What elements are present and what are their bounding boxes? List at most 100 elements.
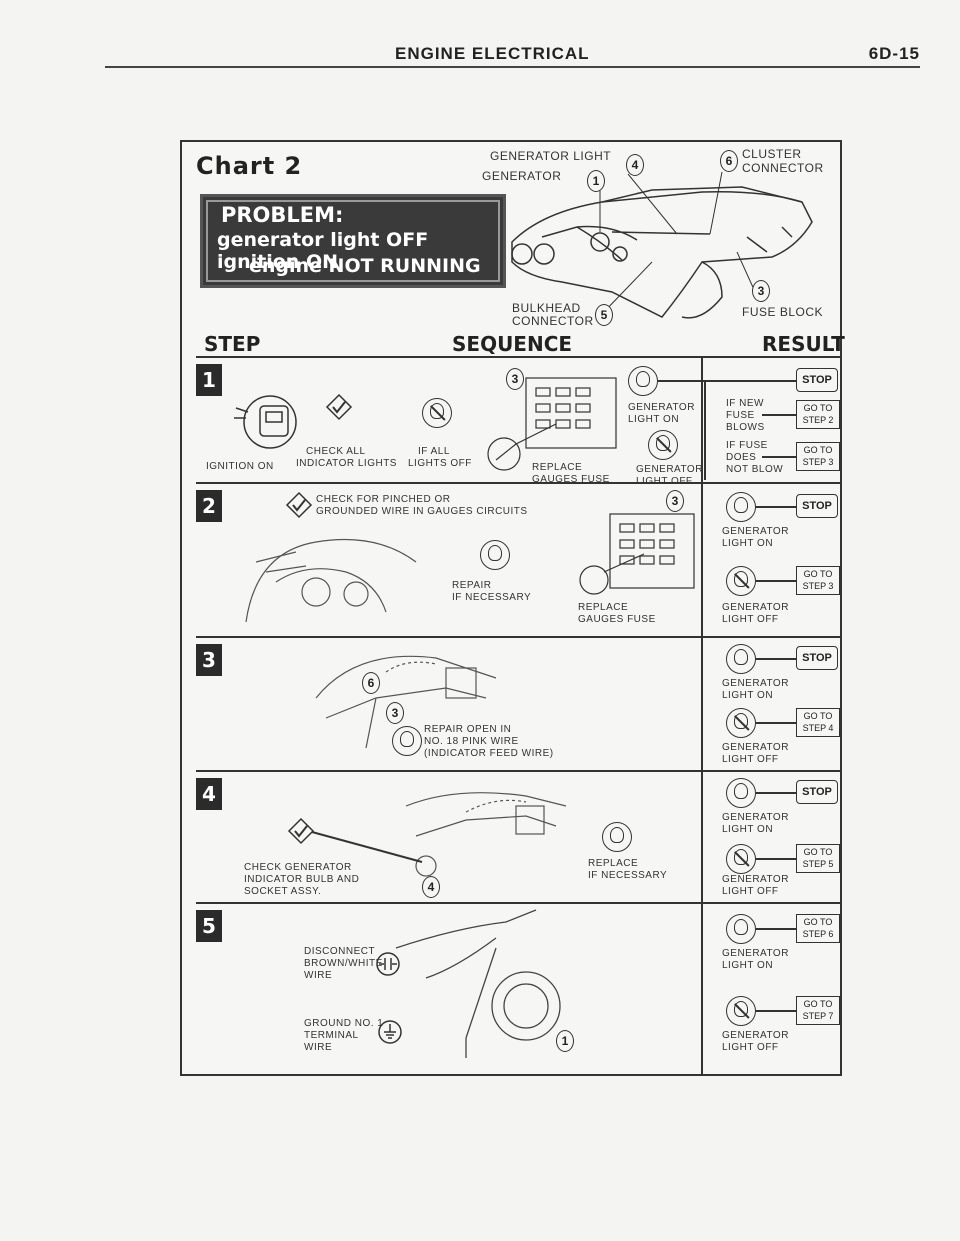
connector-line (756, 858, 798, 860)
connector-line (704, 380, 706, 480)
connector-line (756, 658, 798, 660)
bulb-on-icon (726, 914, 756, 944)
check-icon (288, 818, 314, 844)
label-cluster: CLUSTER (742, 148, 802, 161)
goto-step-3-badge: GO TO STEP 3 (796, 566, 840, 595)
label-grounded-wire: GROUNDED WIRE IN GAUGES CIRCUITS (316, 506, 528, 517)
page-header: ENGINE ELECTRICAL 6D-15 (105, 42, 920, 68)
label-light-on: LIGHT ON (722, 824, 773, 835)
label-generator: GENERATOR (628, 402, 695, 413)
label-light-on: LIGHT ON (722, 960, 773, 971)
bulb-on-icon (628, 366, 658, 396)
label-repair: REPAIR (452, 580, 492, 591)
label-replace: REPLACE (578, 602, 628, 613)
label-generator: GENERATOR (722, 526, 789, 537)
page-number: 6D-15 (869, 44, 920, 64)
label-indicator-lights: INDICATOR LIGHTS (296, 458, 397, 469)
label-wire: WIRE (304, 970, 332, 981)
label-repair-open: REPAIR OPEN IN (424, 724, 511, 735)
column-step: STEP (204, 332, 260, 356)
label-generator-light: GENERATOR LIGHT (490, 150, 611, 163)
label-pink-wire: NO. 18 PINK WIRE (424, 736, 519, 747)
connector-line (756, 1010, 798, 1012)
header-rule (105, 66, 920, 68)
label-generator: GENERATOR (722, 742, 789, 753)
label-indicator-feed: (INDICATOR FEED WIRE) (424, 748, 554, 759)
label-generator: GENERATOR (722, 948, 789, 959)
label-if-fuse: IF FUSE (726, 440, 768, 451)
bulb-on-icon (726, 492, 756, 522)
label-check-pinched: CHECK FOR PINCHED OR (316, 494, 450, 505)
label-generator: GENERATOR (636, 464, 703, 475)
goto-step-5-badge: GO TO STEP 5 (796, 844, 840, 873)
label-cluster-connector: CONNECTOR (742, 162, 824, 175)
label-light-off: LIGHT OFF (722, 754, 779, 765)
goto-label: GO TO (797, 916, 839, 928)
step-4: 4 CHECK GENERATOR INDICATOR BULB AND SOC… (196, 772, 840, 904)
page-title: ENGINE ELECTRICAL (395, 44, 590, 64)
label-brown-white: BROWN/WHITE (304, 958, 383, 969)
bulb-on-icon (726, 644, 756, 674)
label-fuse: FUSE (726, 410, 755, 421)
column-sequence: SEQUENCE (452, 332, 572, 356)
label-light-off: LIGHT OFF (722, 886, 779, 897)
callout-3: 3 (666, 490, 684, 512)
label-if-all: IF ALL (418, 446, 450, 457)
connector-line (762, 414, 798, 416)
goto-label: GO TO (797, 444, 839, 456)
label-if-necessary: IF NECESSARY (452, 592, 531, 603)
callout-3: 3 (386, 702, 404, 724)
label-wire: WIRE (304, 1042, 332, 1053)
wrench-repair-icon (392, 726, 422, 756)
label-check-all: CHECK ALL (306, 446, 366, 457)
wrench-repair-icon (480, 540, 510, 570)
goto-label: GO TO (797, 846, 839, 858)
label-generator: GENERATOR (722, 602, 789, 613)
label-socket-assy: SOCKET ASSY. (244, 886, 321, 897)
callout-5: 5 (595, 304, 613, 326)
bulb-off-icon (726, 708, 756, 738)
label-does: DOES (726, 452, 756, 463)
goto-label: GO TO (797, 998, 839, 1010)
label-disconnect: DISCONNECT (304, 946, 375, 957)
goto-step-7-badge: GO TO STEP 7 (796, 996, 840, 1025)
label-lights-off: LIGHTS OFF (408, 458, 472, 469)
bulb-on-icon (726, 778, 756, 808)
label-generator: GENERATOR (482, 170, 561, 183)
connector-line (756, 792, 798, 794)
label-gauges-fuse: GAUGES FUSE (578, 614, 656, 625)
goto-step: STEP 3 (797, 580, 839, 592)
goto-step: STEP 5 (797, 858, 839, 870)
label-light-off: LIGHT OFF (722, 1042, 779, 1053)
label-if-new: IF NEW (726, 398, 764, 409)
goto-step: STEP 3 (797, 456, 839, 468)
label-generator: GENERATOR (722, 874, 789, 885)
label-check-generator: CHECK GENERATOR (244, 862, 352, 873)
step-number: 5 (196, 910, 222, 942)
label-light-on: LIGHT ON (722, 690, 773, 701)
label-light-on: LIGHT ON (628, 414, 679, 425)
label-bulkhead-connector: CONNECTOR (512, 315, 594, 328)
callout-1: 1 (556, 1030, 574, 1052)
step-5: 5 DISCONNECT BROWN/WHITE WIRE GROUND NO.… (196, 904, 840, 1074)
callout-4: 4 (626, 154, 644, 176)
label-ground-no-1: GROUND NO. 1 (304, 1018, 383, 1029)
goto-step: STEP 2 (797, 414, 839, 426)
goto-step: STEP 7 (797, 1010, 839, 1022)
label-light-off: LIGHT OFF (722, 614, 779, 625)
connector-line (756, 580, 798, 582)
goto-step-3-badge: GO TO STEP 3 (796, 442, 840, 471)
goto-step-4-badge: GO TO STEP 4 (796, 708, 840, 737)
step-2: 2 CHECK FOR PINCHED OR GROUNDED WIRE IN … (196, 484, 840, 638)
connector-line (756, 722, 798, 724)
check-icon (326, 394, 352, 420)
goto-label: GO TO (797, 402, 839, 414)
stop-badge: STOP (796, 368, 838, 392)
label-not-blow: NOT BLOW (726, 464, 783, 475)
connector-line (762, 456, 798, 458)
wrench-repair-icon (602, 822, 632, 852)
check-icon (286, 492, 312, 518)
label-fuse-block: FUSE BLOCK (742, 306, 823, 319)
column-result: RESULT (762, 332, 845, 356)
label-generator: GENERATOR (722, 678, 789, 689)
